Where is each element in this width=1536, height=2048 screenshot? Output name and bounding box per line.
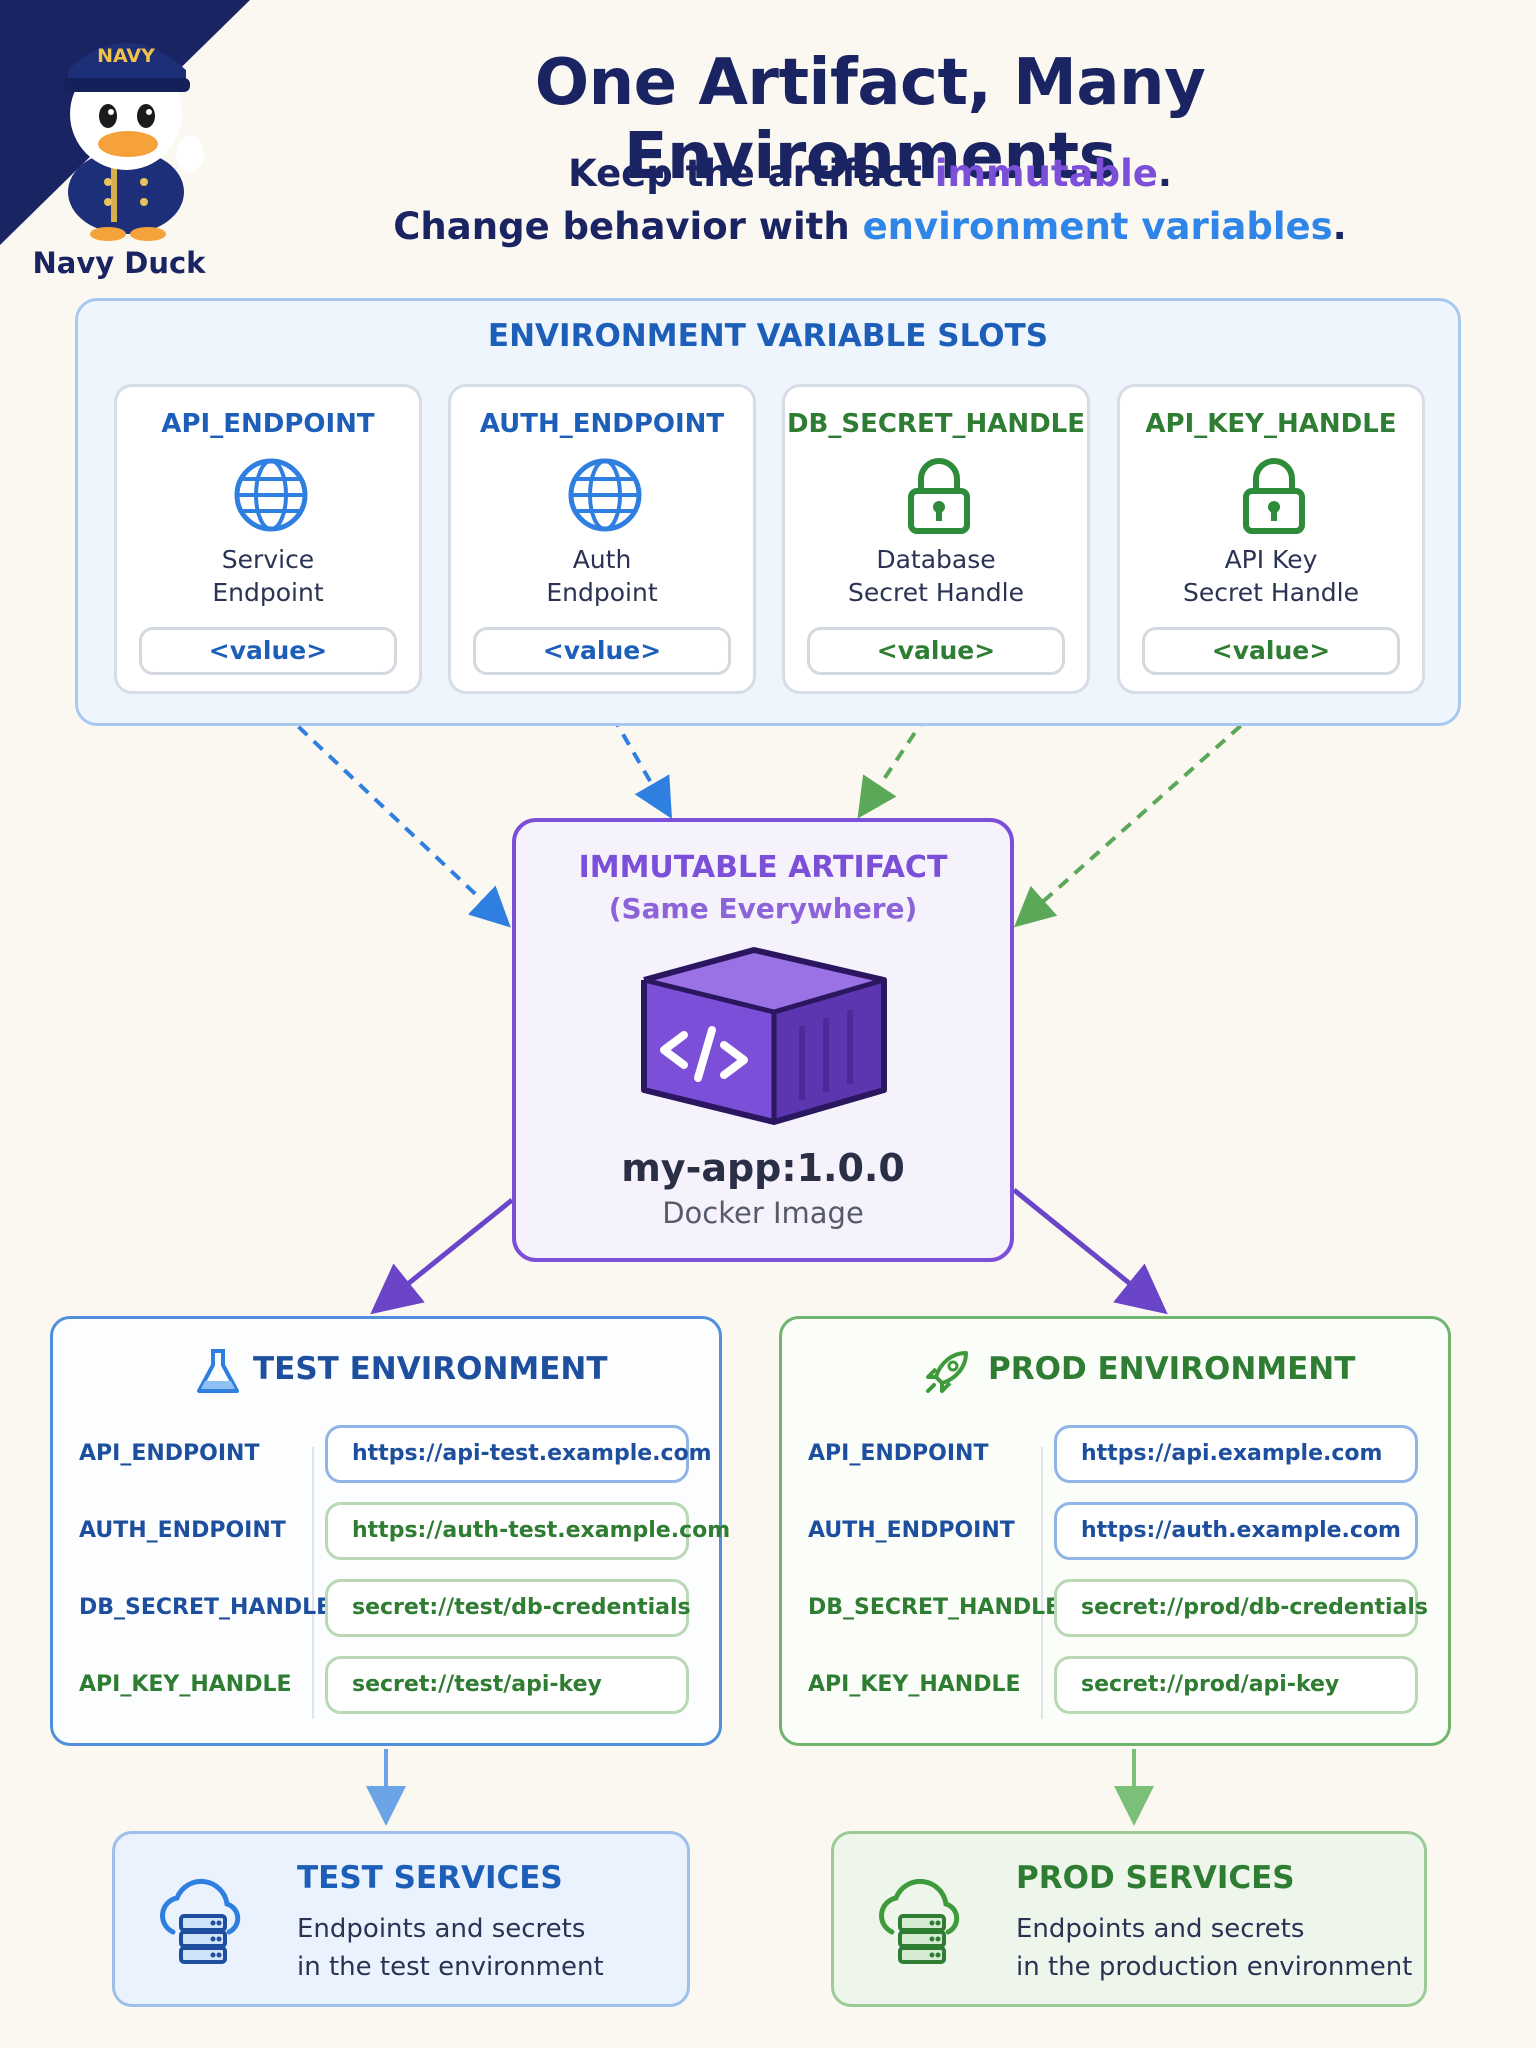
slots-title: ENVIRONMENT VARIABLE SLOTS bbox=[487, 318, 1049, 354]
env-value: https://auth-test.example.com bbox=[325, 1502, 730, 1560]
env-key: API_ENDPOINT bbox=[808, 1441, 989, 1466]
mascot-caption: Navy Duck bbox=[32, 246, 206, 280]
env-key: DB_SECRET_HANDLE bbox=[79, 1595, 332, 1620]
arrow-to-test-env bbox=[370, 1198, 514, 1315]
prod-env-title: PROD ENVIRONMENT bbox=[988, 1351, 1356, 1387]
test-environment-panel: TEST ENVIRONMENT API_ENDPOINT https://ap… bbox=[50, 1316, 730, 1746]
env-key: AUTH_ENDPOINT bbox=[808, 1518, 1015, 1543]
arrow-api-key bbox=[1014, 696, 1274, 928]
slot-value-field: <value> bbox=[473, 627, 731, 675]
divider bbox=[1041, 1447, 1043, 1719]
slot-value-field: <value> bbox=[139, 627, 397, 675]
lock-icon bbox=[1243, 458, 1305, 534]
env-value: https://api.example.com bbox=[1054, 1425, 1418, 1483]
artifact-name: my-app:1.0.0 bbox=[621, 1146, 905, 1190]
arrow-to-prod-env bbox=[1012, 1188, 1168, 1315]
env-key: API_KEY_HANDLE bbox=[79, 1672, 292, 1697]
prod-services-title: PROD SERVICES bbox=[1016, 1860, 1295, 1896]
slot-name: AUTH_ENDPOINT bbox=[479, 409, 725, 439]
highlight-immutable: immutable bbox=[934, 152, 1158, 195]
slot-name: API_ENDPOINT bbox=[161, 409, 375, 439]
hat-text: NAVY bbox=[97, 45, 155, 67]
env-value: secret://test/db-credentials bbox=[325, 1579, 691, 1637]
env-key: AUTH_ENDPOINT bbox=[79, 1518, 286, 1543]
artifact-title: IMMUTABLE ARTIFACT bbox=[578, 850, 948, 885]
divider bbox=[312, 1447, 314, 1719]
artifact-type: Docker Image bbox=[662, 1196, 864, 1230]
env-value: https://api-test.example.com bbox=[325, 1425, 712, 1483]
slot-name: DB_SECRET_HANDLE bbox=[786, 409, 1086, 439]
globe-icon bbox=[568, 458, 642, 532]
slot-value-field: <value> bbox=[1142, 627, 1400, 675]
prod-environment-panel: PROD ENVIRONMENT API_ENDPOINT https://ap… bbox=[779, 1316, 1451, 1746]
subtitle-line-2: Change behavior with environment variabl… bbox=[393, 205, 1347, 248]
flask-icon bbox=[197, 1349, 239, 1393]
env-value: https://auth.example.com bbox=[1054, 1502, 1418, 1560]
immutable-artifact-box: IMMUTABLE ARTIFACT (Same Everywhere) my-… bbox=[512, 818, 1014, 1262]
cloud-server-icon bbox=[879, 1878, 960, 1964]
container-box-icon bbox=[641, 947, 887, 1125]
cloud-server-icon bbox=[160, 1878, 241, 1964]
env-key: API_KEY_HANDLE bbox=[808, 1672, 1021, 1697]
slot-name: API_KEY_HANDLE bbox=[1145, 409, 1397, 439]
env-key: DB_SECRET_HANDLE bbox=[808, 1595, 1061, 1620]
env-value: secret://prod/db-credentials bbox=[1054, 1579, 1428, 1637]
env-value: secret://test/api-key bbox=[325, 1656, 689, 1714]
env-value: secret://prod/api-key bbox=[1054, 1656, 1418, 1714]
highlight-env-vars: environment variables bbox=[862, 205, 1333, 248]
lock-icon bbox=[908, 458, 970, 534]
artifact-subtitle: (Same Everywhere) bbox=[608, 892, 918, 925]
rocket-icon bbox=[926, 1351, 968, 1393]
test-services-title: TEST SERVICES bbox=[297, 1860, 563, 1896]
slot-value-field: <value> bbox=[807, 627, 1065, 675]
env-key: API_ENDPOINT bbox=[79, 1441, 260, 1466]
globe-icon bbox=[234, 458, 308, 532]
page-title: One Artifact, Many Environments bbox=[534, 46, 1206, 194]
subtitle-line-1: Keep the artifact immutable. bbox=[568, 152, 1172, 195]
arrow-api-endpoint bbox=[266, 696, 511, 928]
test-env-title: TEST ENVIRONMENT bbox=[253, 1351, 608, 1387]
navy-duck-mascot: NAVY bbox=[64, 43, 204, 241]
